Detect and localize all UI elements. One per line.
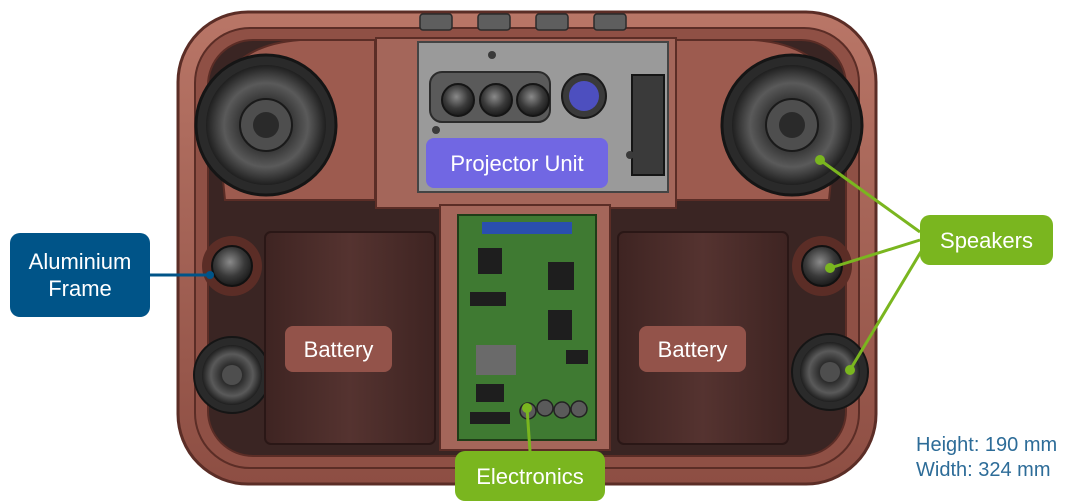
- speakers-label: Speakers: [920, 215, 1053, 265]
- speaker-top-left: [194, 53, 338, 197]
- speaker-bottom-left: [193, 336, 271, 414]
- width-dimension: Width: 324 mm: [916, 459, 1051, 481]
- top-connectors: [419, 13, 627, 31]
- projector-unit-label: Projector Unit: [426, 138, 608, 188]
- speaker-bottom-right: [791, 333, 869, 411]
- speaker-top-right: [720, 53, 864, 197]
- side-knob-right: [792, 236, 852, 296]
- battery-right-label: Battery: [639, 326, 746, 372]
- leader-dots: [206, 155, 855, 413]
- aluminium-frame-label: Aluminium Frame: [10, 233, 150, 317]
- dimensions-text: Height: 190 mm Width: 324 mm: [916, 433, 1057, 483]
- side-knob-left: [202, 236, 262, 296]
- pcb-components: [470, 248, 588, 424]
- electronics-label: Electronics: [455, 451, 605, 501]
- projector-knobs: [441, 83, 550, 117]
- leader-lines: [150, 158, 924, 452]
- battery-left-label: Battery: [285, 326, 392, 372]
- height-dimension: Height: 190 mm: [916, 434, 1058, 456]
